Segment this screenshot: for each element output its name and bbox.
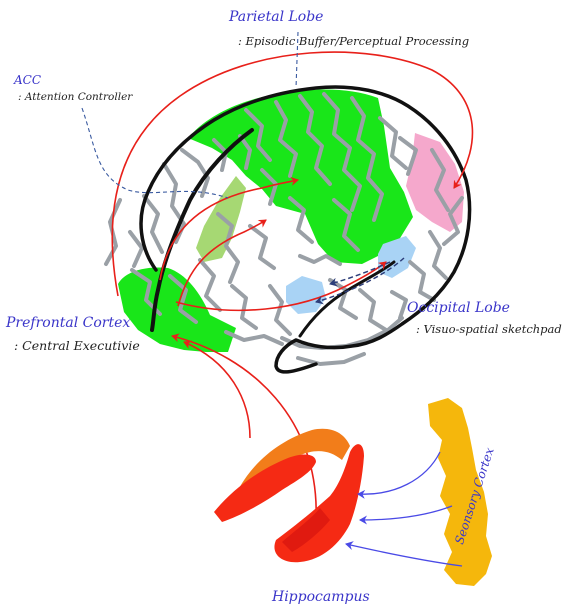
hippocampus: [214, 428, 364, 563]
acc-leader: [81, 107, 229, 199]
sensory-cortex-shape: [428, 398, 492, 586]
temporal-region-blue: [286, 276, 326, 314]
parietal-lobe-title: Parietal Lobe: [229, 9, 324, 25]
acc-desc: : Attention Controller: [18, 91, 133, 103]
label-leader-lines: [81, 31, 299, 199]
hippocampus-mid-arm: [282, 508, 330, 552]
pink-region: [406, 133, 464, 232]
arrow-prefrontal-to-parietal: [159, 176, 299, 281]
parietal-region: [188, 89, 413, 264]
brain-sulci: [104, 92, 464, 366]
occipital-lobe-title: Occipital Lobe: [407, 300, 510, 316]
occipital-dashed-arrows: [315, 257, 405, 305]
hippocampus-label: Hippocampus: [272, 589, 370, 605]
acc-title: ACC: [14, 73, 42, 87]
arrow-hippocampus-to-prefrontal-2: [171, 333, 317, 521]
red-connections: [111, 51, 474, 521]
arrow-hippocampus-to-prefrontal-1: [183, 340, 251, 439]
arrow-prefrontal-to-acc: [177, 219, 267, 307]
hippocampus-orange-band: [236, 428, 350, 502]
sensory-arrows: [345, 451, 463, 567]
arrow-prefrontal-to-occipital: [175, 261, 387, 312]
sensory-arrow-3: [345, 541, 463, 567]
central-sulcus: [150, 128, 254, 332]
arrow-prefrontal-loop: [111, 51, 474, 297]
occipital-lobe-desc: : Visuo-spatial sketchpad: [416, 322, 562, 336]
sensory-arrow-2: [359, 505, 453, 525]
parietal-lobe-desc: : Episodic Buffer/Perceptual Processing: [238, 34, 470, 48]
parietal-leader: [295, 31, 299, 89]
prefrontal-cortex-desc: : Central Executivie: [14, 338, 140, 353]
hippocampus-left-arm: [214, 454, 316, 522]
prefrontal-cortex-title: Prefrontal Cortex: [6, 315, 131, 331]
sensory-arrow-1: [357, 451, 441, 499]
brain-outline: [139, 85, 472, 374]
